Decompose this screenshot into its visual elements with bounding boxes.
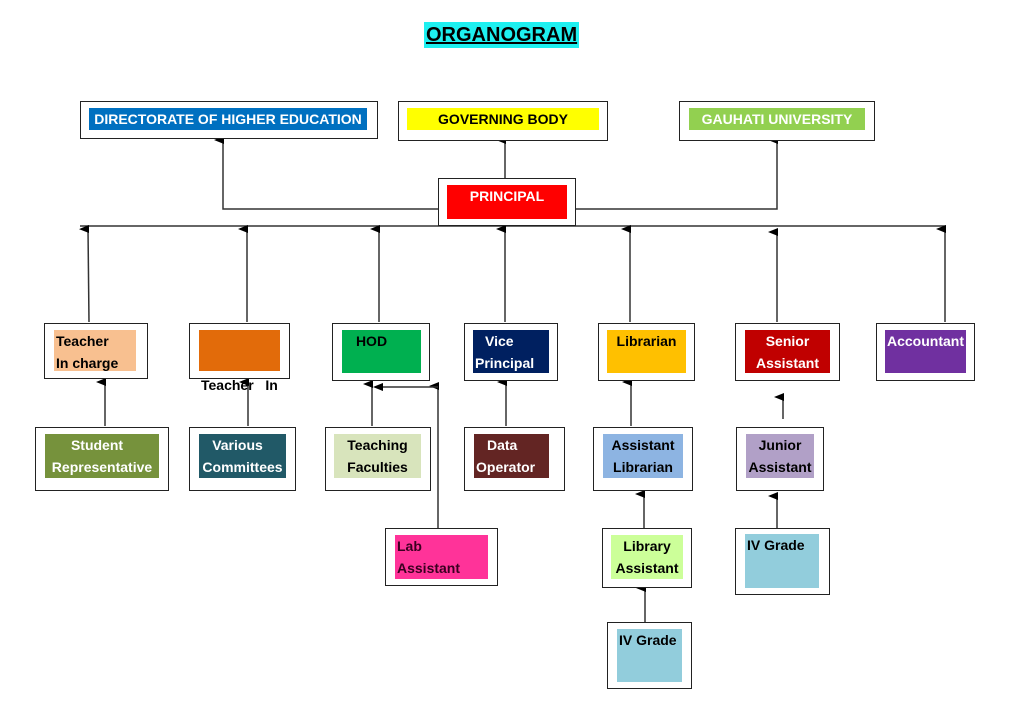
student-representative-fill: Student Representative <box>45 434 159 478</box>
assistant-librarian-box: Assistant Librarian <box>593 427 693 491</box>
teacher-in-charge-1-line2: In charge <box>56 355 119 371</box>
teacher-in-charge-1-line1: Teacher <box>56 333 109 349</box>
library-assistant-line2: Assistant <box>615 560 679 576</box>
hod-fill: HOD <box>342 330 421 373</box>
teacher-in-charge-1-fill: Teacher In charge <box>54 330 136 371</box>
principal-box: PRINCIPAL <box>438 178 576 226</box>
assistant-librarian-line1: Assistant <box>611 437 675 453</box>
junior-assistant-fill: Junior Assistant <box>746 434 814 478</box>
various-committees-box: Various Committees <box>189 427 296 491</box>
data-operator-line2: Operator <box>476 459 536 475</box>
iv-grade-library-fill: IV Grade <box>617 629 682 682</box>
student-representative-line1: Student <box>70 437 124 453</box>
librarian-fill: Librarian <box>607 330 686 373</box>
senior-assistant-line1: Senior <box>765 333 810 349</box>
assistant-librarian-line2: Librarian <box>613 459 673 475</box>
various-committees-fill: Various Committees <box>199 434 286 478</box>
iv-grade-library-box: IV Grade <box>607 622 692 689</box>
principal-label: PRINCIPAL <box>447 185 567 219</box>
vice-principal-line2: Principal <box>475 355 535 371</box>
lab-assistant-box: Lab Assistant <box>385 528 498 586</box>
governing-body-label: GOVERNING BODY <box>407 108 599 130</box>
teaching-faculties-box: Teaching Faculties <box>325 427 431 491</box>
library-assistant-fill: Library Assistant <box>611 535 683 579</box>
assistant-librarian-fill: Assistant Librarian <box>603 434 683 478</box>
various-committees-line2: Committees <box>202 459 283 475</box>
directorate-label: DIRECTORATE OF HIGHER EDUCATION <box>89 108 367 130</box>
vice-principal-fill: Vice Principal <box>473 330 549 373</box>
librarian-label: Librarian <box>616 333 677 349</box>
senior-assistant-fill: Senior Assistant <box>745 330 830 373</box>
accountant-label: Accountant <box>887 333 964 349</box>
governing-body-box: GOVERNING BODY <box>398 101 608 141</box>
senior-assistant-box: Senior Assistant <box>735 323 840 381</box>
iv-grade-junior-fill: IV Grade <box>745 534 819 588</box>
vice-principal-line1: Vice <box>485 333 514 349</box>
iv-grade-library-label: IV Grade <box>619 632 677 648</box>
lab-assistant-label: Lab Assistant <box>397 538 461 576</box>
lab-assistant-fill: Lab Assistant <box>395 535 488 579</box>
link-tic1 <box>79 224 90 323</box>
student-representative-box: Student Representative <box>35 427 169 491</box>
junior-assistant-box: Junior Assistant <box>736 427 824 491</box>
link-principal-directorate <box>214 136 440 210</box>
link-principal-university <box>576 136 778 210</box>
library-assistant-line1: Library <box>623 538 671 554</box>
hod-box: HOD <box>332 323 430 381</box>
teaching-faculties-line1: Teaching <box>347 437 408 453</box>
student-representative-line2: Representative <box>51 459 153 475</box>
vice-principal-box: Vice Principal <box>464 323 558 381</box>
senior-assistant-line2: Assistant <box>755 355 820 371</box>
accountant-fill: Accountant <box>885 330 966 373</box>
data-operator-fill: Data Operator <box>474 434 549 478</box>
directorate-box: DIRECTORATE OF HIGHER EDUCATION <box>80 101 378 139</box>
teaching-faculties-fill: Teaching Faculties <box>334 434 421 478</box>
data-operator-line1: Data <box>487 437 518 453</box>
librarian-box: Librarian <box>598 323 695 381</box>
teaching-faculties-line2: Faculties <box>347 459 408 475</box>
teacher-in-charge-2-box: Teacher In charge <box>189 323 290 459</box>
accountant-box: Accountant <box>876 323 975 381</box>
junior-assistant-line1: Junior <box>758 437 802 453</box>
hod-label: HOD <box>355 333 388 349</box>
library-assistant-box: Library Assistant <box>602 528 692 588</box>
teacher-in-charge-2-line1: Teacher In <box>201 377 278 393</box>
gauhati-university-label: GAUHATI UNIVERSITY <box>689 108 865 130</box>
teacher-in-charge-1-box: Teacher In charge <box>44 323 148 379</box>
iv-grade-junior-label: IV Grade <box>747 537 805 553</box>
teacher-in-charge-2-fill: Teacher In charge <box>199 330 280 459</box>
junior-assistant-line2: Assistant <box>748 459 812 475</box>
various-committees-line1: Various <box>212 437 263 453</box>
data-operator-box: Data Operator <box>464 427 565 491</box>
iv-grade-junior-box: IV Grade <box>735 528 830 595</box>
page-title: ORGANOGRAM <box>424 22 580 48</box>
gauhati-university-box: GAUHATI UNIVERSITY <box>679 101 875 141</box>
